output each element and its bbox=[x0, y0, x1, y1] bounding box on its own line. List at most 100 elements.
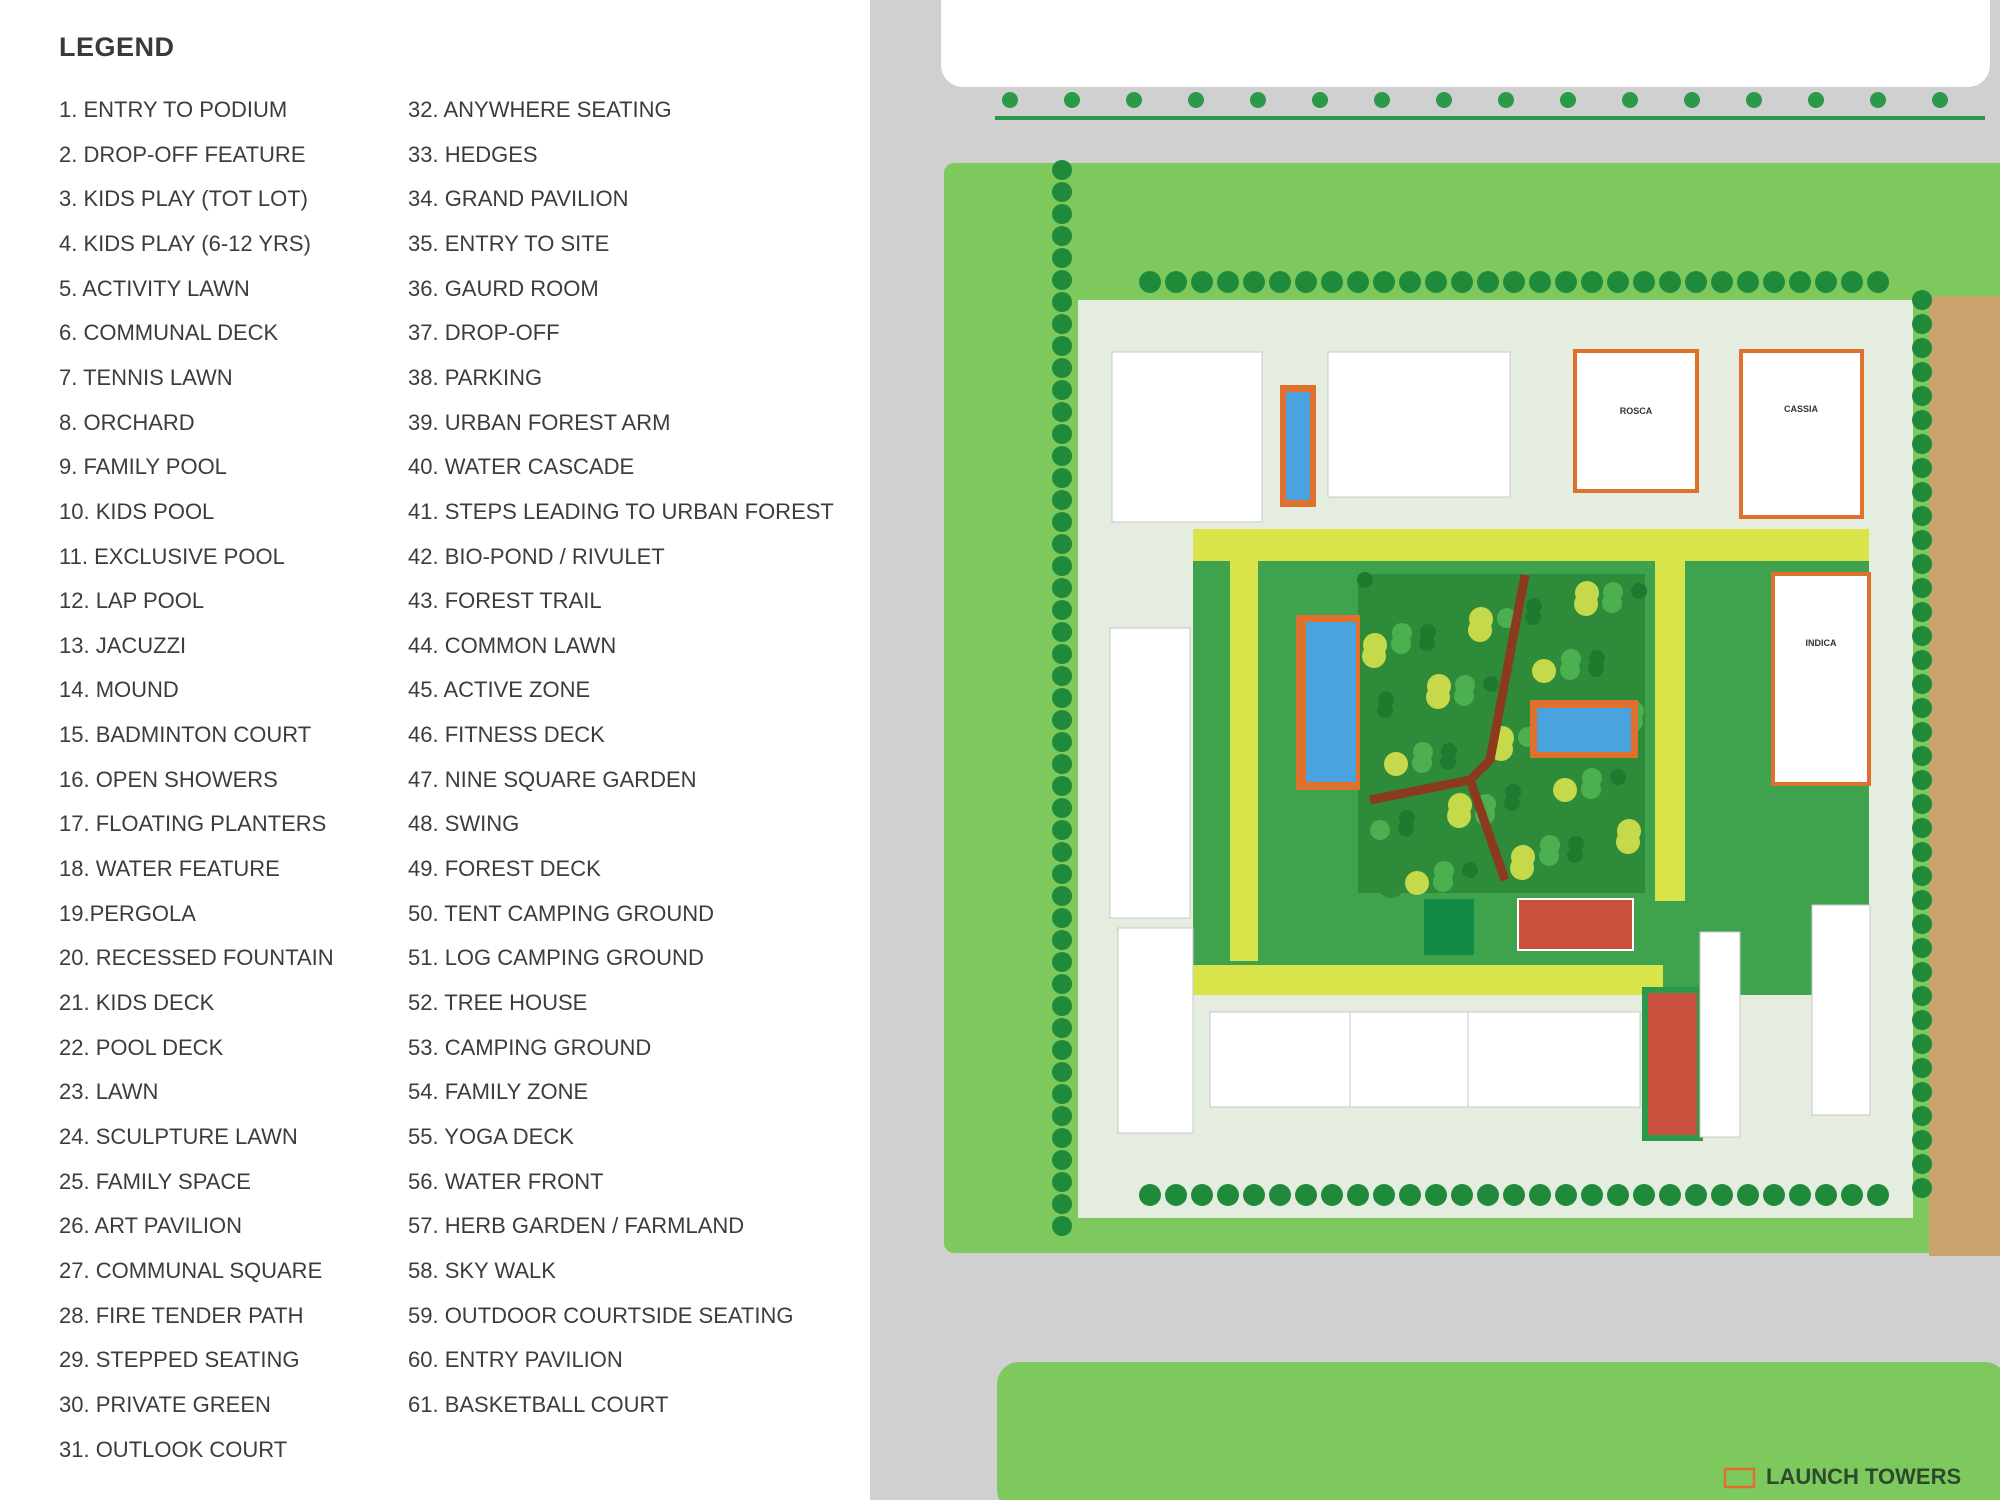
tree-icon bbox=[1912, 362, 1932, 382]
tree-icon bbox=[1052, 952, 1072, 972]
tree-icon bbox=[1581, 271, 1603, 293]
tree-icon bbox=[1581, 779, 1601, 799]
tree-icon bbox=[1808, 92, 1824, 108]
tree-icon bbox=[1052, 1194, 1072, 1214]
tree-icon bbox=[1377, 870, 1405, 898]
family-pool bbox=[1286, 392, 1310, 500]
tree-icon bbox=[1052, 1040, 1072, 1060]
legend-item: 43. FOREST TRAIL bbox=[408, 588, 602, 614]
legend-item: 5. ACTIVITY LAWN bbox=[59, 275, 250, 301]
tree-icon bbox=[1912, 674, 1932, 694]
tree-icon bbox=[1052, 600, 1072, 620]
tree-icon bbox=[1607, 271, 1629, 293]
tree-icon bbox=[1912, 602, 1932, 622]
tree-icon bbox=[1419, 635, 1435, 651]
tree-icon bbox=[1912, 1178, 1932, 1198]
tower-indica bbox=[1771, 572, 1871, 786]
launch-towers bbox=[1573, 349, 1871, 786]
tree-icon bbox=[1398, 821, 1414, 837]
legend-item: 16. OPEN SHOWERS bbox=[59, 766, 278, 792]
tree-icon bbox=[1737, 1184, 1759, 1206]
legend-item: 10. KIDS POOL bbox=[59, 498, 215, 524]
tree-icon bbox=[1912, 1034, 1932, 1054]
tree-icon bbox=[1376, 576, 1404, 604]
legend-item: 57. HERB GARDEN / FARMLAND bbox=[408, 1213, 745, 1239]
tree-icon bbox=[1912, 818, 1932, 838]
tree-icon bbox=[1685, 271, 1707, 293]
tree-icon bbox=[1217, 1184, 1239, 1206]
tree-icon bbox=[1912, 962, 1932, 982]
tree-icon bbox=[1426, 685, 1450, 709]
tree-icon bbox=[1397, 695, 1425, 723]
legend-item: 40. WATER CASCADE bbox=[408, 454, 635, 480]
tree-icon bbox=[1374, 92, 1390, 108]
tennis-court bbox=[1517, 898, 1634, 951]
tree-icon bbox=[1384, 752, 1408, 776]
legend-item: 18. WATER FEATURE bbox=[59, 856, 280, 882]
tree-icon bbox=[1052, 402, 1072, 422]
tree-icon bbox=[1139, 271, 1161, 293]
legend-item: 49. FOREST DECK bbox=[408, 856, 601, 882]
tree-icon bbox=[1659, 1184, 1681, 1206]
tree-icon bbox=[1052, 248, 1072, 268]
forest-trail bbox=[1369, 574, 1530, 805]
soil-strip bbox=[1929, 296, 2000, 1256]
perimeter-trees bbox=[1002, 92, 1948, 1236]
legend-title: LEGEND bbox=[59, 32, 175, 62]
tree-icon bbox=[1052, 688, 1072, 708]
tree-icon bbox=[1052, 292, 1072, 312]
tower-label: ROSCA bbox=[1620, 406, 1653, 416]
tree-icon bbox=[1269, 271, 1291, 293]
tree-icon bbox=[1399, 1184, 1421, 1206]
legend-item: 54. FAMILY ZONE bbox=[408, 1079, 589, 1105]
tree-icon bbox=[1912, 698, 1932, 718]
tree-icon bbox=[1052, 226, 1072, 246]
legend-item: 20. RECESSED FOUNTAIN bbox=[59, 945, 334, 971]
legend-item: 31. OUTLOOK COURT bbox=[59, 1436, 288, 1462]
tree-icon bbox=[1052, 314, 1072, 334]
badminton-court bbox=[1424, 899, 1474, 955]
tree-icon bbox=[1052, 1128, 1072, 1148]
tower-cassia bbox=[1739, 349, 1864, 519]
legend-item: 32. ANYWHERE SEATING bbox=[408, 97, 672, 122]
tree-icon bbox=[1052, 1084, 1072, 1104]
tree-icon bbox=[1425, 271, 1447, 293]
tree-icon bbox=[1912, 410, 1932, 430]
tree-icon bbox=[1912, 482, 1932, 502]
tower-label: INDICA bbox=[1806, 638, 1837, 648]
tree-icon bbox=[1607, 1184, 1629, 1206]
top-plot bbox=[941, 0, 1990, 87]
tree-icon bbox=[1560, 660, 1580, 680]
tree-icon bbox=[1468, 618, 1492, 642]
legend-item: 60. ENTRY PAVILION bbox=[408, 1347, 623, 1373]
legend-item: 13. JACUZZI bbox=[59, 632, 187, 658]
tree-icon bbox=[1052, 512, 1072, 532]
legend-item: 24. SCULPTURE LAWN bbox=[59, 1123, 298, 1149]
tree-icon bbox=[1610, 769, 1626, 785]
tree-icon bbox=[1052, 886, 1072, 906]
tree-icon bbox=[1391, 634, 1411, 654]
tree-icon bbox=[1370, 820, 1390, 840]
tree-icon bbox=[1052, 644, 1072, 664]
tree-icon bbox=[1433, 872, 1453, 892]
tree-icon bbox=[1616, 830, 1640, 854]
tree-icon bbox=[1052, 710, 1072, 730]
tree-icon bbox=[1052, 732, 1072, 752]
tree-icon bbox=[1912, 938, 1932, 958]
legend-item: 42. BIO-POND / RIVULET bbox=[408, 543, 665, 569]
tree-icon bbox=[1191, 1184, 1213, 1206]
legend-item: 3. KIDS PLAY (TOT LOT) bbox=[59, 186, 309, 212]
tree-icon bbox=[1347, 271, 1369, 293]
tree-icon bbox=[1462, 862, 1478, 878]
tree-icon bbox=[1052, 1150, 1072, 1170]
tree-icon bbox=[1912, 1130, 1932, 1150]
tree-icon bbox=[1912, 554, 1932, 574]
legend-item: 14. MOUND bbox=[59, 677, 179, 703]
tree-icon bbox=[1425, 1184, 1447, 1206]
tree-icon bbox=[1870, 92, 1886, 108]
tree-icon bbox=[1553, 778, 1577, 802]
tree-icon bbox=[1555, 1184, 1577, 1206]
tree-icon bbox=[1399, 271, 1421, 293]
tree-icon bbox=[1789, 1184, 1811, 1206]
